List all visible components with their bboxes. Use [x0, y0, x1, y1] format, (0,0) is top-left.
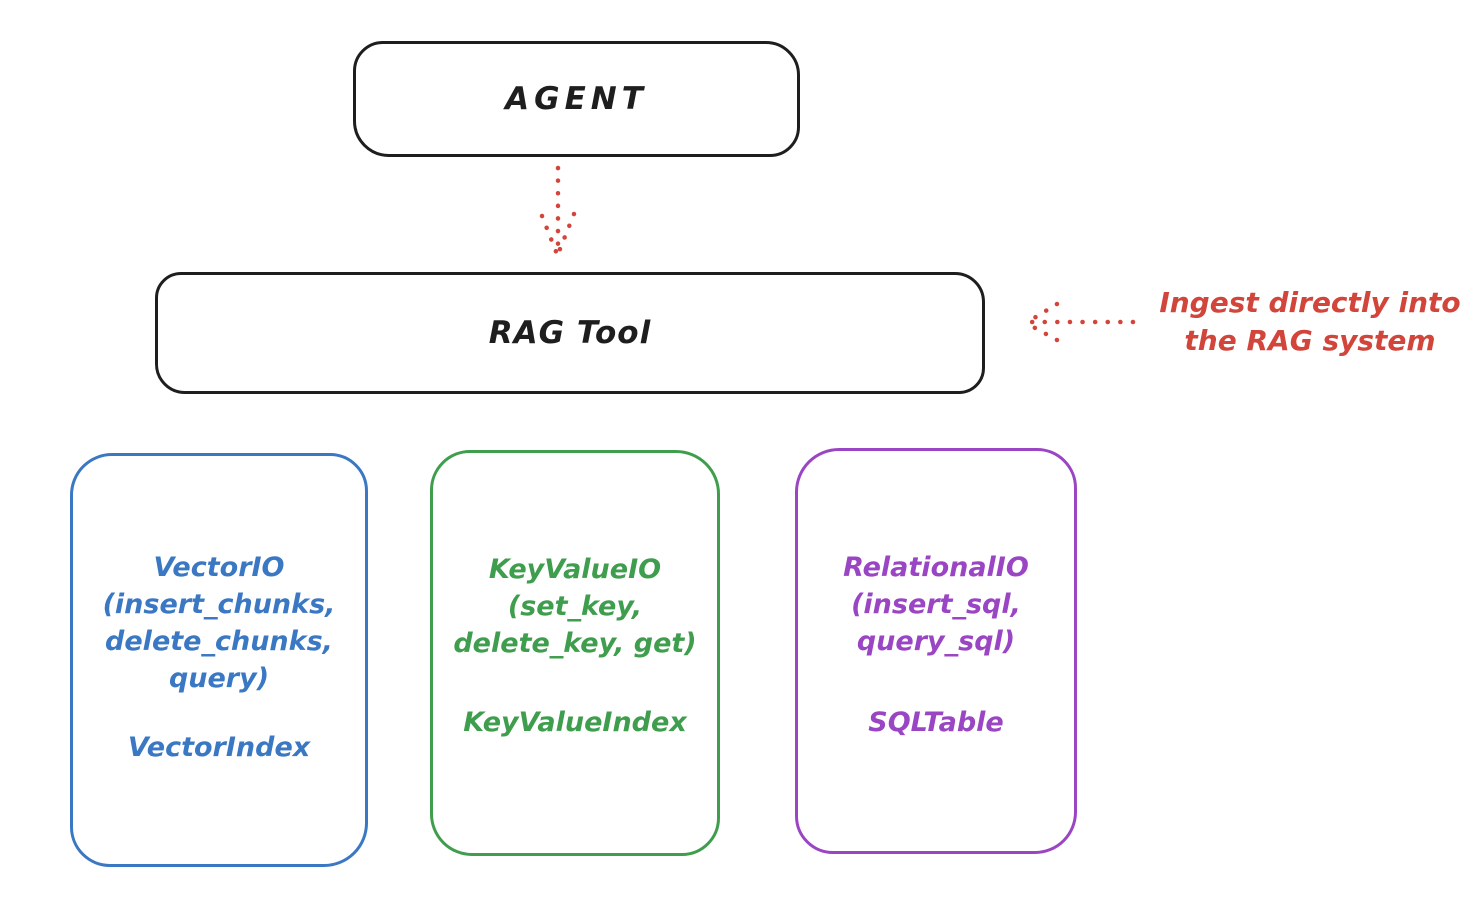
keyvalue-io-sig-line: delete_key, get): [453, 628, 697, 659]
keyvalue-io-sig-line: (set_key,: [507, 591, 643, 622]
relational-io-node: RelationalIO (insert_sql, query_sql) SQL…: [795, 448, 1077, 854]
vector-io-node: VectorIO (insert_chunks, delete_chunks, …: [70, 453, 368, 867]
annotation-to-rag-arrow: [1023, 301, 1136, 343]
keyvalue-index-label: KeyValueIndex: [463, 707, 687, 738]
rag-tool-node-label: RAG Tool: [488, 315, 652, 351]
sql-table-label: SQLTable: [868, 707, 1004, 738]
ingest-annotation-line1: Ingest directly into: [1159, 286, 1461, 319]
vector-io-title: VectorIO: [153, 552, 285, 583]
vector-index-label: VectorIndex: [127, 732, 311, 763]
vector-io-sig-line: delete_chunks,: [105, 626, 333, 657]
ingest-annotation-line2: the RAG system: [1184, 324, 1436, 357]
keyvalue-io-signature: KeyValueIO (set_key, delete_key, get): [453, 551, 696, 662]
ingest-annotation: Ingest directly into the RAG system: [1140, 284, 1480, 360]
relational-io-signature: RelationalIO (insert_sql, query_sql): [843, 549, 1029, 660]
rag-tool-node: RAG Tool: [155, 272, 985, 394]
relational-io-sig-line: query_sql): [856, 626, 1016, 657]
agent-node-label: AGENT: [505, 81, 648, 117]
relational-io-title: RelationalIO: [843, 552, 1029, 583]
relational-io-sig-line: (insert_sql,: [851, 589, 1021, 620]
agent-node: AGENT: [353, 41, 800, 157]
vector-io-sig-line: query): [168, 663, 270, 694]
vector-io-signature: VectorIO (insert_chunks, delete_chunks, …: [103, 549, 336, 697]
vector-io-sig-line: (insert_chunks,: [102, 589, 336, 620]
keyvalue-io-node: KeyValueIO (set_key, delete_key, get) Ke…: [430, 450, 720, 856]
agent-to-rag-arrow: [539, 165, 577, 257]
keyvalue-io-title: KeyValueIO: [488, 554, 662, 585]
